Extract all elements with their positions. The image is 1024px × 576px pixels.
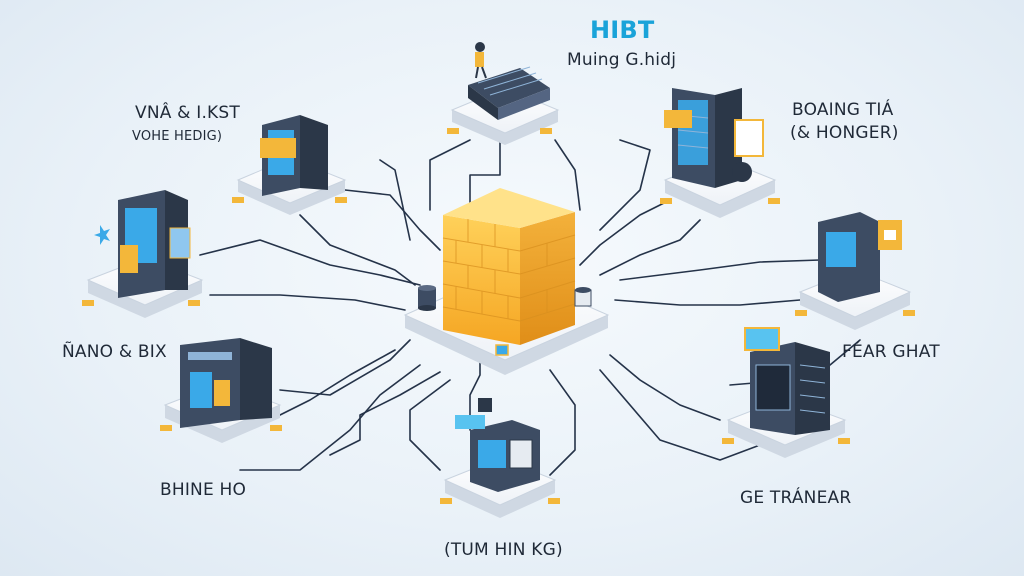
node-label-bottom-right: GE TRÁNEAR: [740, 488, 852, 508]
node-label-bottom-left: BHINE HO: [160, 480, 247, 500]
database-icon-right: [574, 287, 592, 307]
link-bottomleft: [239, 364, 421, 471]
server-node-left[interactable]: [82, 190, 204, 318]
node-label-right-top: BOAING TIÁ: [792, 100, 894, 120]
link-rightmid: [609, 354, 721, 421]
central-hub[interactable]: [403, 188, 610, 375]
node-label-left-mid: ÑANO & BIX: [62, 342, 167, 362]
server-node-right-mid[interactable]: [722, 327, 850, 458]
node-label-right-top-sub: (& HONGER): [790, 123, 899, 143]
link-bottom: [469, 359, 481, 431]
link-left: [199, 239, 421, 286]
link-top: [469, 139, 501, 206]
link-leftmid: [279, 339, 411, 396]
link-topleft-3: [379, 159, 411, 241]
hub-brick-lines: [442, 219, 576, 322]
server-node-top[interactable]: [447, 42, 560, 145]
node-label-top-left-sub: VOHE HEDIG): [132, 129, 223, 144]
link-topleft-2: [299, 214, 416, 286]
link-righttop: [579, 199, 671, 266]
link-bottomleft-2: [329, 371, 441, 456]
link-top-3: [554, 139, 581, 211]
server-node-left-mid[interactable]: [160, 338, 282, 443]
link-right: [614, 299, 801, 306]
link-rightmid-2: [599, 369, 761, 461]
hub-cube-top: [443, 188, 575, 228]
hub-cube-side: [520, 212, 575, 345]
link-righttop-3: [599, 139, 651, 231]
database-icon: [418, 285, 436, 311]
link-right-2: [619, 259, 821, 281]
person-icon: [475, 42, 487, 79]
diagram-subtitle: Muing G.hidj: [567, 50, 677, 70]
node-label-bottom-center: (TUM HIN KG): [444, 540, 563, 560]
node-label-right-mid: FÉAR GHAT: [842, 342, 940, 362]
diagram-title: HIBT: [590, 16, 655, 44]
server-node-right[interactable]: [795, 212, 915, 330]
link-top-2: [429, 139, 471, 211]
hub-badge-icon: [495, 344, 509, 356]
link-bottom-3: [549, 369, 576, 476]
link-bottom-2: [409, 379, 451, 471]
link-left-2: [209, 294, 406, 311]
server-node-right-top[interactable]: [660, 88, 780, 218]
link-topleft: [344, 189, 441, 251]
server-node-bottom-center[interactable]: [440, 398, 560, 518]
node-label-top-left: VNÂ & I.KST: [135, 103, 240, 123]
hub-cube-front: [443, 215, 520, 345]
server-node-top-left[interactable]: [232, 115, 347, 215]
link-righttop-2: [599, 219, 701, 276]
hub-platform-side: [405, 315, 608, 375]
